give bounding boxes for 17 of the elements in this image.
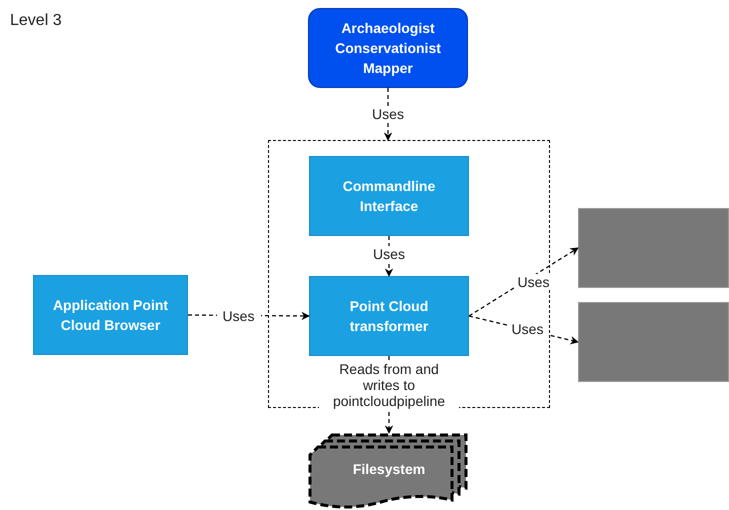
process-box [309, 156, 469, 236]
node-label: Application Point Cloud Browser [52, 296, 170, 335]
process-box [33, 275, 188, 355]
component-box [578, 208, 729, 288]
arrow [468, 248, 579, 316]
actor-box [308, 8, 468, 88]
process-box [309, 276, 469, 356]
node-label: Filesystem [352, 460, 426, 479]
edge-label: Reads from and writes to pointcloudpipeline [319, 360, 459, 408]
diagram-title: Level 3 [10, 12, 62, 30]
node-label: Commandline Interface [342, 177, 436, 216]
edge-label: Uses [508, 321, 548, 337]
node-label: Point Cloud transformer [348, 297, 430, 336]
system-boundary [268, 140, 550, 408]
component-box [578, 302, 729, 382]
node-label: Archaeologist Conservationist Mapper [334, 19, 442, 78]
document-stack [308, 433, 470, 510]
